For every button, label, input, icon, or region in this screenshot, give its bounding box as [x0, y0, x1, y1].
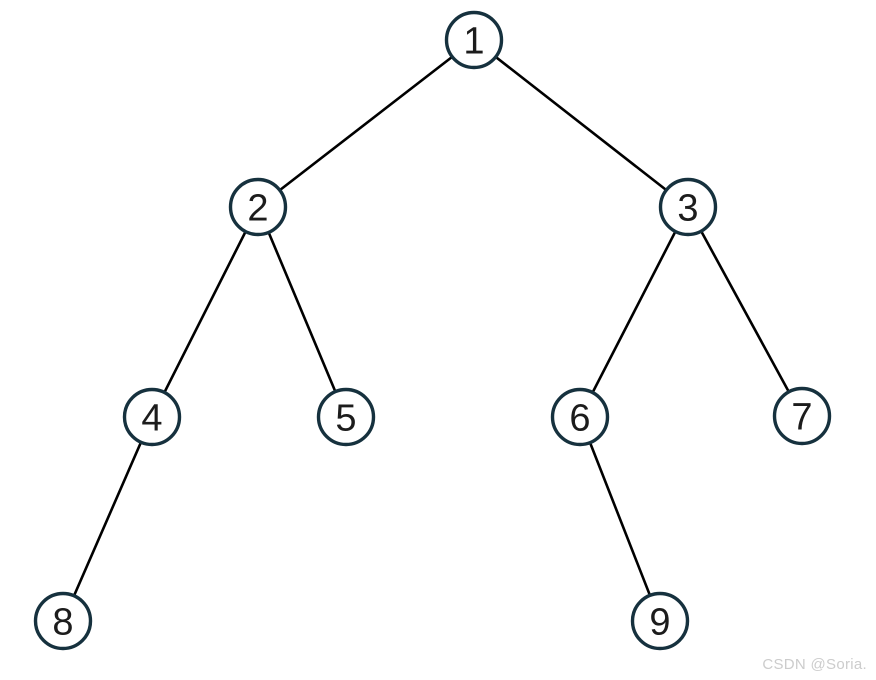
tree-node-2: 2	[228, 177, 288, 237]
tree-edge-2-5	[256, 205, 348, 419]
tree-node-3: 3	[658, 177, 718, 237]
watermark-text: CSDN @Soria.	[762, 656, 867, 673]
tree-node-label-7: 7	[791, 397, 812, 439]
tree-edge-2-4	[150, 205, 260, 419]
tree-node-circle-6	[550, 387, 610, 447]
tree-node-circle-1	[444, 10, 504, 70]
tree-node-1: 1	[444, 10, 504, 70]
tree-node-circle-8	[33, 591, 93, 651]
tree-edge-3-6	[578, 205, 690, 419]
tree-node-label-3: 3	[677, 188, 698, 230]
tree-node-circle-7	[772, 386, 832, 446]
tree-node-label-2: 2	[247, 188, 268, 230]
tree-node-circle-4	[122, 387, 182, 447]
tree-edge-4-8	[61, 415, 154, 623]
tree-node-5: 5	[316, 387, 376, 447]
tree-node-circle-9	[630, 591, 690, 651]
tree-node-6: 6	[550, 387, 610, 447]
tree-node-label-4: 4	[141, 398, 162, 440]
tree-edge-1-3	[472, 38, 690, 209]
tree-edge-1-2	[256, 38, 476, 209]
tree-node-circle-3	[658, 177, 718, 237]
tree-node-9: 9	[630, 591, 690, 651]
tree-node-circle-5	[316, 387, 376, 447]
tree-node-8: 8	[33, 591, 93, 651]
tree-node-7: 7	[772, 386, 832, 446]
tree-node-label-5: 5	[335, 398, 356, 440]
tree-edge-6-9	[578, 415, 662, 623]
tree-node-label-8: 8	[52, 602, 73, 644]
tree-node-label-1: 1	[463, 21, 484, 63]
tree-node-label-9: 9	[649, 602, 670, 644]
tree-node-4: 4	[122, 387, 182, 447]
tree-edges-layer	[61, 38, 804, 623]
tree-edge-3-7	[686, 205, 804, 418]
tree-node-label-6: 6	[569, 398, 590, 440]
tree-nodes-layer: 1 2 3 4 5 6 7 8 9	[33, 10, 832, 651]
tree-node-circle-2	[228, 177, 288, 237]
